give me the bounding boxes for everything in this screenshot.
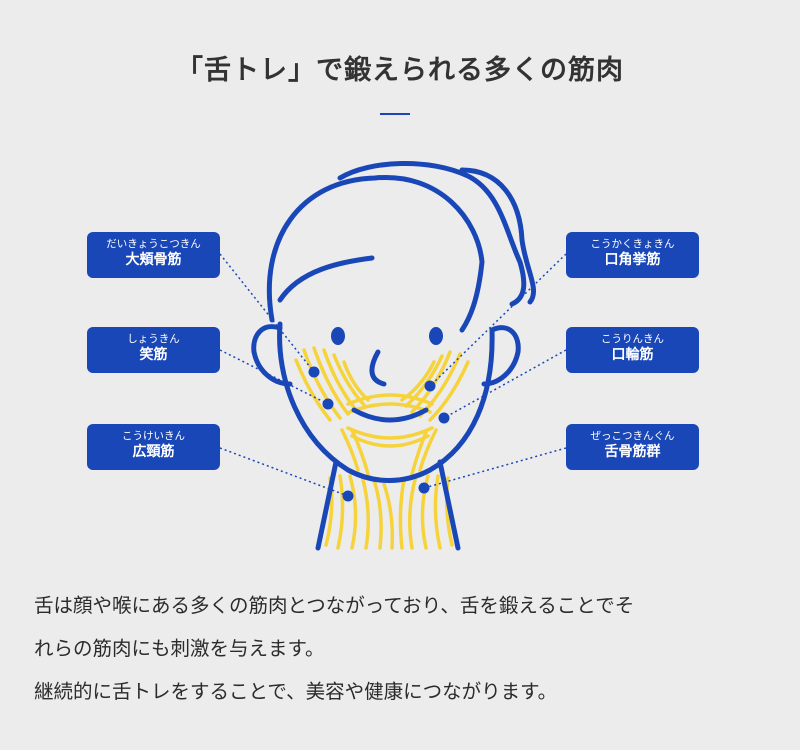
label-name: 口輪筋 — [611, 347, 654, 363]
label-risorius: しょうきん 笑筋 — [87, 327, 220, 373]
anchor-dot — [322, 398, 334, 410]
label-ruby: しょうきん — [127, 333, 180, 345]
label-ruby: こうかくきょきん — [590, 238, 675, 250]
anchor-dot — [424, 380, 436, 392]
label-name: 大頬骨筋 — [125, 252, 182, 268]
label-name: 笑筋 — [139, 347, 168, 363]
label-ruby: こうりんきん — [601, 333, 664, 345]
anchor-dot — [418, 482, 430, 494]
label-ruby: だいきょうこつきん — [106, 238, 201, 250]
label-zygomaticus-major: だいきょうこつきん 大頬骨筋 — [87, 232, 220, 278]
anchor-dots — [308, 366, 450, 502]
right-eye — [429, 327, 443, 345]
label-ruby: ぜっこつきんぐん — [590, 430, 675, 442]
left-eye — [331, 327, 345, 345]
label-suprahyoid: ぜっこつきんぐん 舌骨筋群 — [566, 424, 699, 470]
label-orbicularis-oris: こうりんきん 口輪筋 — [566, 327, 699, 373]
label-name: 広頸筋 — [132, 444, 175, 460]
label-platysma: こうけいきん 広頸筋 — [87, 424, 220, 470]
face-outline — [251, 161, 536, 551]
title-underline — [380, 113, 410, 115]
leader-lines — [219, 253, 567, 497]
label-levator-anguli-oris: こうかくきょきん 口角挙筋 — [566, 232, 699, 278]
anchor-dot — [438, 412, 450, 424]
label-name: 舌骨筋群 — [604, 444, 661, 460]
page-title: 「舌トレ」で鍛えられる多くの筋肉 — [176, 55, 624, 86]
description-line: れらの筋肉にも刺激を与えます。 — [34, 637, 325, 660]
description-line: 継続的に舌トレをすることで、美容や健康につながります。 — [34, 680, 558, 703]
label-name: 口角挙筋 — [604, 252, 661, 268]
description-line: 舌は顔や喉にある多くの筋肉とつながっており、舌を鍛えることでそ — [34, 594, 635, 617]
description: 舌は顔や喉にある多くの筋肉とつながっており、舌を鍛えることでそ れらの筋肉にも刺… — [34, 584, 774, 713]
label-ruby: こうけいきん — [122, 430, 185, 442]
anchor-dot — [342, 490, 354, 502]
anchor-dot — [308, 366, 320, 378]
